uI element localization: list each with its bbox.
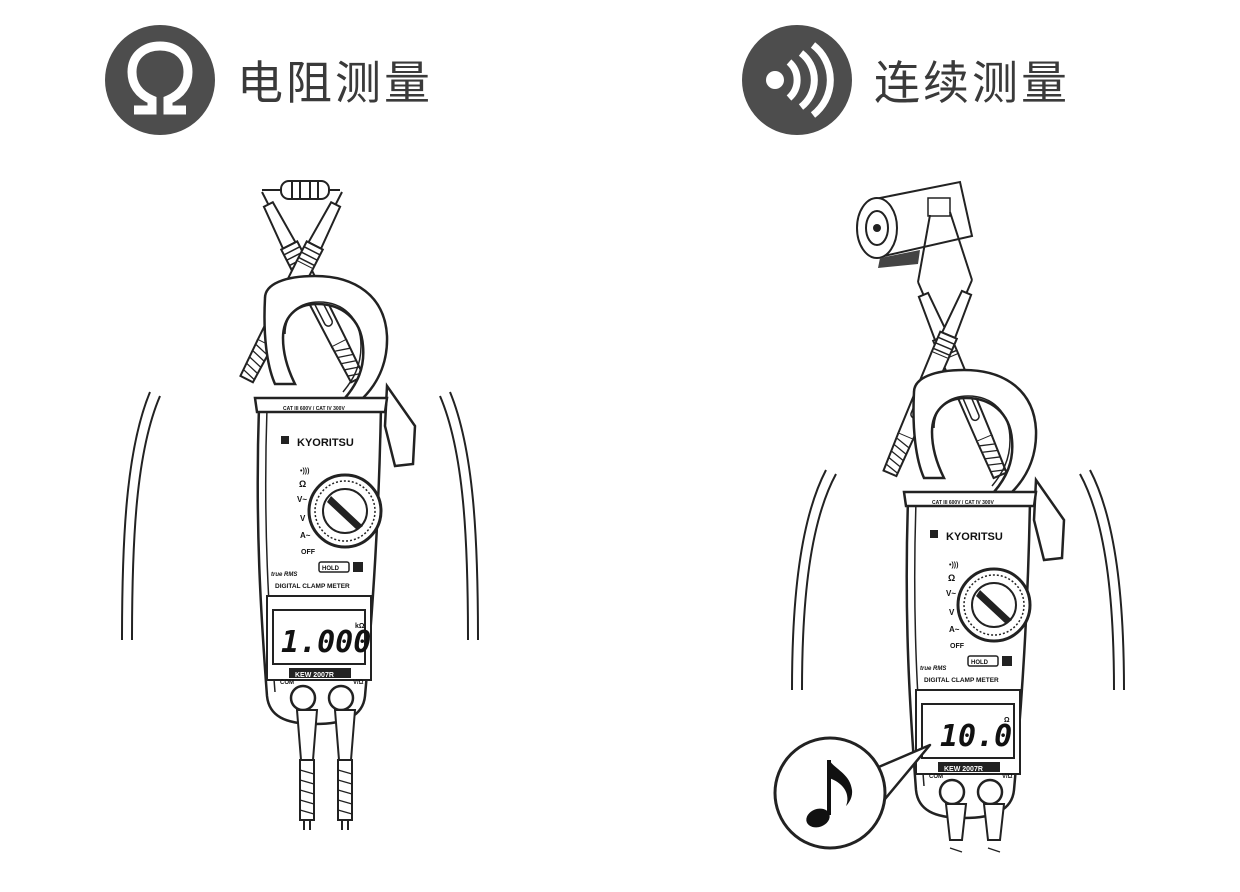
cat-label: CAT III 600V / CAT IV 300V (932, 500, 994, 506)
test-leads-plugs-left (295, 709, 357, 830)
omega-icon (105, 25, 215, 135)
rms-label: true RMS (920, 666, 946, 672)
brand-label: KYORITSU (946, 531, 1003, 543)
dial-aac: A~ (300, 531, 311, 540)
dial-ohm: Ω (299, 479, 306, 489)
cat-label: CAT III 600V / CAT IV 300V (283, 406, 345, 412)
beep-callout (773, 736, 932, 850)
resistance-header: 电阻测量 (105, 24, 433, 136)
clamp-meter-right: KYORITSU CAT III 600V / CAT IV 300V DIGI… (902, 368, 1066, 820)
dial-vac: V~ (297, 495, 307, 504)
model-label: KEW 2007R (295, 672, 334, 679)
lcd-unit: Ω (1004, 717, 1010, 724)
motor (856, 180, 974, 283)
lcd-unit: kΩ (355, 623, 365, 630)
clamp-meter-left: KYORITSU CAT III 600V / CAT IV 300V DIGI… (253, 274, 417, 726)
meter-label: DIGITAL CLAMP METER (924, 677, 999, 684)
jack-vohm: V/Ω (353, 680, 364, 686)
dial-continuity: •))) (300, 468, 309, 475)
continuity-scene: KYORITSU CAT III 600V / CAT IV 300V DIGI… (773, 180, 1125, 853)
continuity-title: 连续测量 (874, 56, 1070, 110)
music-note-icon (806, 760, 853, 828)
resistance-title: 电阻测量 (237, 56, 433, 110)
lcd-reading: 1.000 (281, 625, 371, 660)
jack-com: COM (929, 774, 943, 780)
dial-vac: V~ (946, 589, 956, 598)
meter-label: DIGITAL CLAMP METER (275, 583, 350, 590)
model-label: KEW 2007R (944, 766, 983, 773)
panel-continuity: 连续测量 (620, 0, 1240, 892)
panel-resistance: 电阻测量 (105, 24, 433, 136)
test-leads-plugs-right (944, 803, 1006, 853)
dial-aac: A~ (949, 625, 960, 634)
continuity-header: 连续测量 (742, 24, 1070, 136)
hold-button: HOLD (971, 660, 989, 666)
resistor (262, 180, 340, 200)
jack-com: COM (280, 680, 294, 686)
sound-waves-icon (742, 25, 852, 135)
dial-vdc: V (300, 514, 306, 523)
brand-label: KYORITSU (297, 437, 354, 449)
rms-label: true RMS (271, 572, 297, 578)
hold-button: HOLD (322, 566, 340, 572)
dial-off: OFF (950, 643, 965, 650)
resistance-scene: KYORITSU CAT III 600V / CAT IV 300V DIGI… (121, 180, 479, 830)
dial-ohm: Ω (948, 573, 955, 583)
dial-off: OFF (301, 549, 316, 556)
dial-vdc: V (949, 608, 955, 617)
jack-vohm: V/Ω (1002, 774, 1013, 780)
lcd-reading: 10.0 (940, 719, 1012, 754)
dial-continuity: •))) (949, 562, 958, 569)
